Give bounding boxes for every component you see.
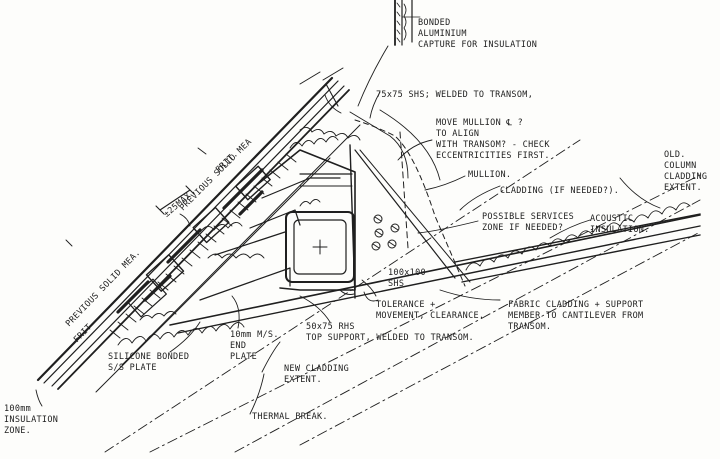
label-old-column: OLD. COLUMN CLADDING EXTENT. <box>664 150 708 193</box>
label-end-plate: 10mm M/S. END PLATE <box>230 330 279 362</box>
label-possible-services: POSSIBLE SERVICES ZONE IF NEEDED? <box>482 212 575 233</box>
label-tolerance: TOLERANCE + MOVEMENT, CLEARANCE. <box>376 300 485 321</box>
extent-lines <box>104 139 701 453</box>
label-insulation-zone: 100mm INSULATION ZONE. <box>4 404 59 436</box>
dimension-ticks <box>155 83 339 215</box>
label-cladding-if-needed: CLADDING (IF NEEDED?). <box>500 186 620 196</box>
label-new-cladding: NEW CLADDING EXTENT. <box>284 364 350 385</box>
label-silicone-bonded: SILICONE BONDED S/S PLATE <box>108 352 190 373</box>
label-acoustic-insulation: ACOUSTIC INSULATION. <box>590 214 650 235</box>
wall-section <box>394 0 421 46</box>
mullion-lines <box>349 109 471 299</box>
label-move-mullion: MOVE MULLION ℄ ? TO ALIGN WITH TRANSOM? … <box>436 118 550 161</box>
services-circles <box>371 214 400 251</box>
label-bonded-aluminium: BONDED ALUMINIUM CAPTURE FOR INSULATION <box>418 18 538 50</box>
label-mullion: MULLION. <box>468 170 512 180</box>
label-thermal-break: THERMAL BREAK. <box>252 412 328 422</box>
leader-lines <box>35 45 661 415</box>
frit-insulation <box>117 127 361 346</box>
label-shs-welded: 75x75 SHS; WELDED TO TRANSOM, <box>376 90 534 100</box>
label-rhs-top-support: 50x75 RHS TOP SUPPORT, WELDED TO TRANSOM… <box>306 322 474 343</box>
label-fabric-cladding: FABRIC CLADDING + SUPPORT MEMBER TO CANT… <box>508 300 644 332</box>
label-100x100-shs: 100x100 SHS <box>388 268 426 289</box>
bonded-strips <box>116 168 264 314</box>
